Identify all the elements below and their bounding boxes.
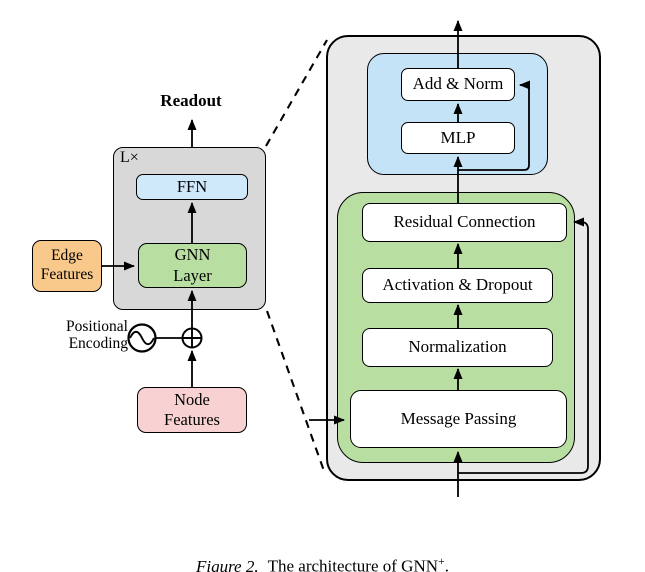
node-features-label: Node Features — [164, 389, 220, 429]
ffn-label: FFN — [176, 176, 208, 196]
activation-dropout-label: Activation & Dropout — [382, 275, 533, 295]
figure-caption: Figure 2. The architecture of GNN+. — [0, 534, 645, 572]
normalization-box: Normalization — [362, 328, 553, 367]
readout-label: Readout — [160, 91, 222, 110]
caption-text: The architecture of GNN — [267, 556, 438, 572]
message-passing-box: Message Passing — [350, 390, 567, 448]
normalization-label: Normalization — [408, 337, 507, 357]
activation-dropout-box: Activation & Dropout — [362, 268, 553, 303]
residual-connection-box: Residual Connection — [362, 203, 567, 242]
edge-features-label: Edge Features — [40, 247, 94, 283]
edge-features-box: Edge Features — [32, 240, 102, 292]
mlp-box: MLP — [401, 122, 515, 154]
loop-count-label: L× — [120, 149, 139, 166]
zoom-guide-dashed-lines — [265, 39, 328, 472]
mlp-label: MLP — [440, 127, 476, 147]
message-passing-label: Message Passing — [400, 408, 517, 428]
caption-period: . — [444, 556, 450, 572]
add-norm-label: Add & Norm — [412, 74, 504, 94]
gnn-layer-box: GNN Layer — [138, 243, 247, 288]
plus-in-circle-icon — [181, 327, 203, 349]
sine-oscillator-icon — [127, 323, 157, 353]
ffn-box: FFN — [136, 174, 248, 200]
positional-encoding-label: Positional Encoding — [65, 318, 128, 352]
residual-connection-label: Residual Connection — [393, 212, 536, 232]
caption-superscript: + — [438, 554, 445, 568]
caption-figure-label: Figure 2. — [195, 556, 259, 572]
node-features-box: Node Features — [137, 387, 247, 433]
gnn-layer-label: GNN Layer — [173, 245, 212, 285]
add-norm-box: Add & Norm — [401, 68, 515, 101]
